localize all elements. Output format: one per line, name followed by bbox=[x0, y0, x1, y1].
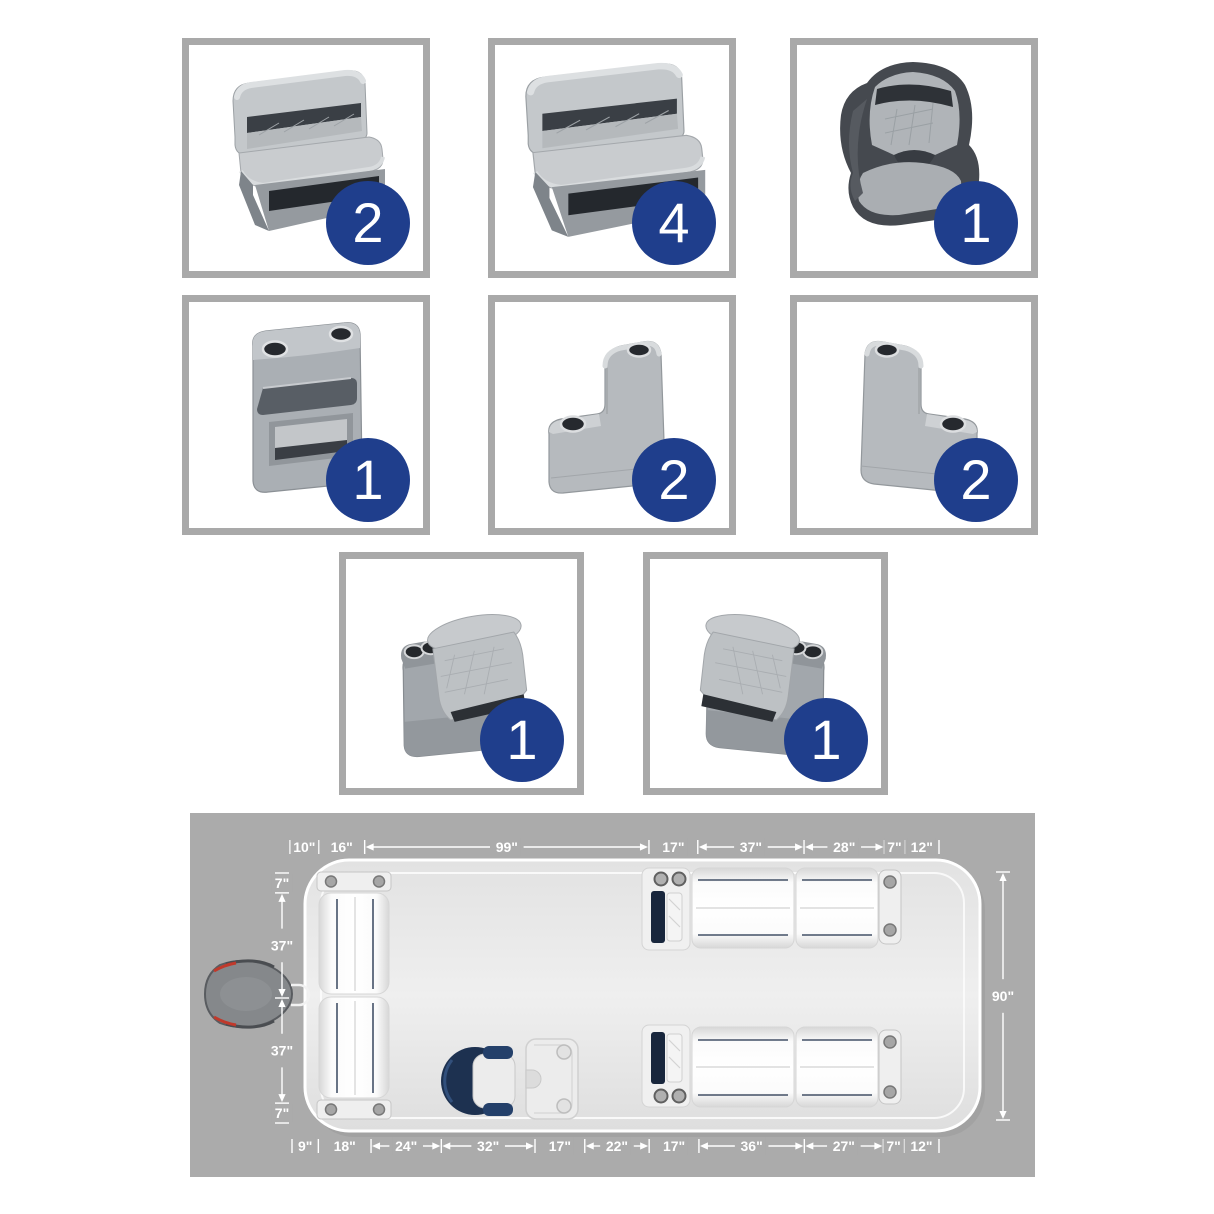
quantity-value: 2 bbox=[960, 448, 992, 511]
motor-bracket bbox=[291, 983, 311, 1007]
svg-text:17": 17" bbox=[662, 839, 684, 855]
product-box-wide-bench-seat[interactable]: 4 bbox=[488, 38, 736, 278]
product-box-captains-bucket-seat[interactable]: 1 bbox=[790, 38, 1038, 278]
quantity-value: 1 bbox=[506, 708, 538, 771]
quantity-value: 2 bbox=[658, 448, 690, 511]
product-box-gate-console[interactable]: 1 bbox=[182, 295, 430, 535]
svg-text:37": 37" bbox=[271, 1043, 293, 1059]
quantity-badge: 1 bbox=[784, 698, 868, 782]
product-box-chaise-lounge-right[interactable]: 1 bbox=[643, 552, 888, 795]
svg-text:28": 28" bbox=[833, 839, 855, 855]
quantity-value: 4 bbox=[658, 191, 690, 254]
product-box-bench-seat[interactable]: 2 bbox=[182, 38, 430, 278]
svg-text:16": 16" bbox=[331, 839, 353, 855]
svg-text:17": 17" bbox=[549, 1138, 571, 1154]
quantity-value: 1 bbox=[352, 448, 384, 511]
svg-text:9": 9" bbox=[298, 1138, 312, 1154]
svg-text:22": 22" bbox=[606, 1138, 628, 1154]
svg-text:36": 36" bbox=[741, 1138, 763, 1154]
svg-text:12": 12" bbox=[911, 839, 933, 855]
dimension-lines: 10" 16" 99" 17" 37" 28" 7" 12" 9" 18" 24" 32" 17" 22"… bbox=[268, 838, 1017, 1155]
captains-bucket-seat-icon bbox=[840, 62, 980, 226]
quantity-badge: 2 bbox=[326, 181, 410, 265]
svg-text:7": 7" bbox=[275, 1105, 289, 1121]
svg-text:7": 7" bbox=[886, 1138, 900, 1154]
outboard-motor bbox=[203, 959, 311, 1029]
boat-layout-panel: 10" 16" 99" 17" 37" 28" 7" 12" 9" 18" 24" 32" 17" 22"… bbox=[190, 813, 1035, 1177]
quantity-value: 2 bbox=[352, 191, 384, 254]
product-box-armrest-right[interactable]: 2 bbox=[790, 295, 1038, 535]
bow-lounge-seats bbox=[316, 871, 392, 1120]
quantity-badge: 2 bbox=[934, 438, 1018, 522]
svg-text:37": 37" bbox=[740, 839, 762, 855]
boat-floorplan: 10" 16" 99" 17" 37" 28" 7" 12" 9" 18" 24" 32" 17" 22"… bbox=[203, 838, 1017, 1155]
quantity-badge: 2 bbox=[632, 438, 716, 522]
svg-text:90": 90" bbox=[992, 988, 1014, 1004]
svg-text:32": 32" bbox=[477, 1138, 499, 1154]
quantity-value: 1 bbox=[960, 191, 992, 254]
svg-text:17": 17" bbox=[663, 1138, 685, 1154]
product-box-chaise-lounge-left[interactable]: 1 bbox=[339, 552, 584, 795]
stern-lounge-top bbox=[641, 867, 902, 951]
svg-text:7": 7" bbox=[887, 839, 901, 855]
quantity-badge: 4 bbox=[632, 181, 716, 265]
product-box-armrest-left[interactable]: 2 bbox=[488, 295, 736, 535]
quantity-badge: 1 bbox=[480, 698, 564, 782]
svg-text:7": 7" bbox=[275, 875, 289, 891]
svg-text:18": 18" bbox=[334, 1138, 356, 1154]
captains-chair bbox=[441, 1046, 516, 1116]
svg-text:99": 99" bbox=[496, 839, 518, 855]
svg-text:10": 10" bbox=[293, 839, 315, 855]
helm-console bbox=[525, 1038, 579, 1120]
stern-lounge-bottom bbox=[641, 1024, 902, 1108]
quantity-badge: 1 bbox=[326, 438, 410, 522]
svg-text:37": 37" bbox=[271, 937, 293, 953]
quantity-value: 1 bbox=[810, 708, 842, 771]
svg-text:27": 27" bbox=[833, 1138, 855, 1154]
svg-text:24": 24" bbox=[395, 1138, 417, 1154]
quantity-badge: 1 bbox=[934, 181, 1018, 265]
svg-text:12": 12" bbox=[910, 1138, 932, 1154]
